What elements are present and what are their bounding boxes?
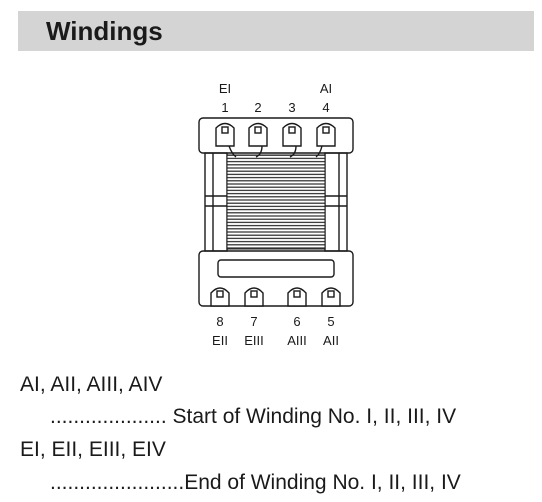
top-pin-number-1: 1 [221, 100, 228, 115]
bottom-pin-number-7: 7 [250, 314, 257, 329]
bottom-pin-name-7: EIII [244, 333, 264, 348]
top-pin-number-2: 2 [254, 100, 261, 115]
pin-1 [215, 122, 235, 147]
pin-3 [282, 122, 302, 147]
bottom-pin-number-5: 5 [327, 314, 334, 329]
bottom-pin-name-8: EII [212, 333, 228, 348]
section-header: Windings [18, 11, 534, 51]
top-pin-name-1: EI [219, 81, 231, 96]
pin-2 [248, 122, 268, 147]
top-pins [215, 122, 336, 158]
top-pin-number-3: 3 [288, 100, 295, 115]
bottom-pin-number-6: 6 [293, 314, 300, 329]
section-title: Windings [46, 16, 163, 46]
bottom-pins [210, 287, 341, 307]
pin-4 [316, 122, 336, 147]
legend-start-description: .................... Start of Winding No… [50, 405, 457, 428]
legend-end-labels: EI, EII, EIII, EIV [20, 438, 166, 461]
bottom-pin-number-8: 8 [216, 314, 223, 329]
transformer-pinout-diagram: EI AI 1 2 3 4 [198, 81, 354, 348]
legend-start-labels: AI, AII, AIII, AIV [20, 373, 163, 396]
winding-core [226, 154, 326, 250]
top-pin-name-4: AI [320, 81, 332, 96]
legend-end-description: .......................End of Winding No… [50, 471, 461, 494]
bottom-pin-name-5: AII [323, 333, 339, 348]
top-pin-number-4: 4 [322, 100, 329, 115]
bottom-pin-name-6: AIII [287, 333, 307, 348]
